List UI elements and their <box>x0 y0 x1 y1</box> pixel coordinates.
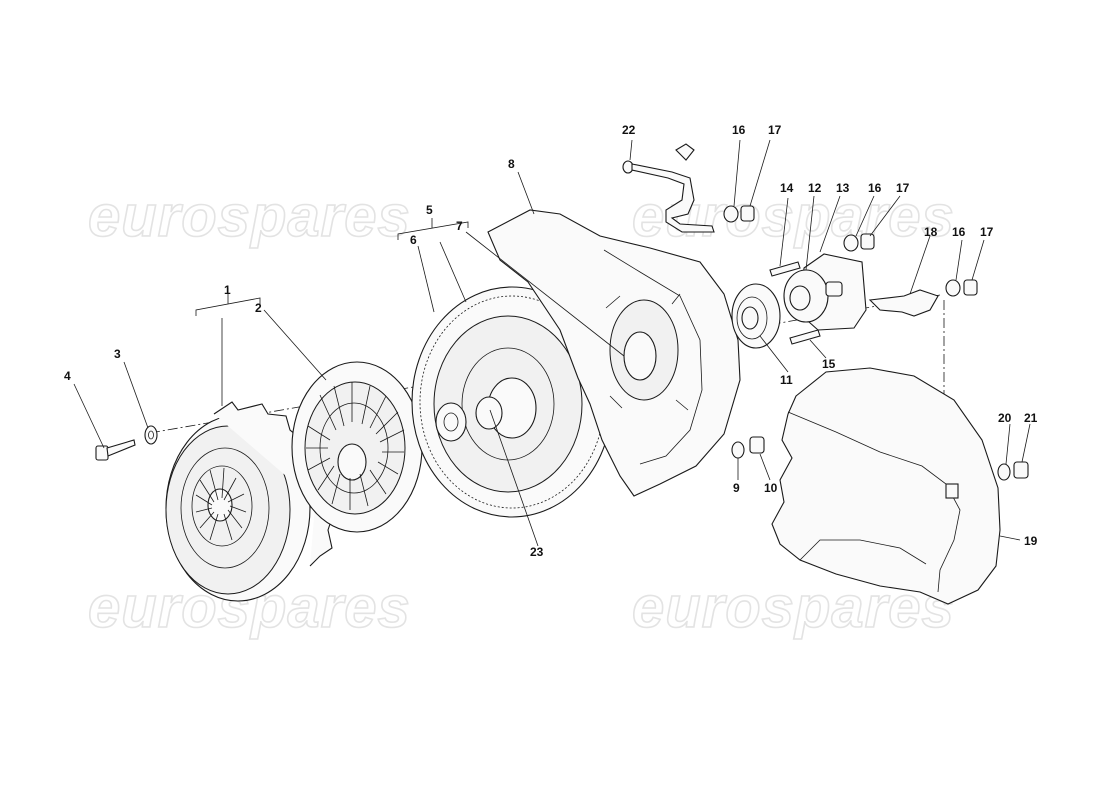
callout-8: 8 <box>508 157 515 171</box>
washer-nut-set-upper <box>723 205 755 223</box>
callout-17-upper: 17 <box>768 123 782 137</box>
callout-23: 23 <box>530 545 544 559</box>
bearing-part <box>731 283 781 349</box>
callout-13: 13 <box>836 181 850 195</box>
callout-1: 1 <box>224 283 231 297</box>
washer-nut-set-right <box>945 279 978 297</box>
bracket-part <box>868 289 939 317</box>
group-bracket-1 <box>195 288 261 316</box>
callout-16-upper: 16 <box>732 123 746 137</box>
stud-part-lower <box>789 329 821 345</box>
callout-7: 7 <box>456 219 463 233</box>
callout-19: 19 <box>1024 534 1038 548</box>
clutch-disc <box>291 361 423 533</box>
callout-10: 10 <box>764 481 778 495</box>
callout-3: 3 <box>114 347 121 361</box>
callout-4: 4 <box>64 369 71 383</box>
callout-21: 21 <box>1024 411 1038 425</box>
callout-11: 11 <box>780 373 793 387</box>
watermark-bottom-right: eurospares <box>632 575 955 640</box>
callout-16-right: 16 <box>952 225 966 239</box>
callout-17-middle: 17 <box>896 181 910 195</box>
washer-part <box>144 425 158 445</box>
callout-5: 5 <box>426 203 433 217</box>
watermark-top-left: eurospares <box>88 184 411 249</box>
washer-nut-set-cover <box>997 461 1029 481</box>
bolt-part <box>95 439 136 461</box>
callout-6: 6 <box>410 233 417 247</box>
group-bracket-5 <box>397 218 469 240</box>
flange-part <box>783 253 867 331</box>
flywheel-assembly <box>411 286 613 518</box>
callout-9: 9 <box>733 481 740 495</box>
leader-lines <box>73 139 1031 547</box>
callout-17-right: 17 <box>980 225 994 239</box>
washer-nut-set-lower <box>731 436 765 459</box>
callout-16-middle: 16 <box>868 181 882 195</box>
washer-nut-set-middle <box>843 233 875 252</box>
callout-2: 2 <box>255 301 262 315</box>
callout-15: 15 <box>822 357 836 371</box>
callout-20: 20 <box>998 411 1012 425</box>
callout-12: 12 <box>808 181 822 195</box>
callout-22: 22 <box>622 123 636 137</box>
stud-part-upper <box>769 261 801 277</box>
clutch-pressure-plate <box>165 401 335 602</box>
cover-shield <box>771 367 1001 605</box>
callout-18: 18 <box>924 225 938 239</box>
clutch-housing <box>487 209 741 497</box>
ground-strap-part <box>622 143 715 233</box>
callout-14: 14 <box>780 181 794 195</box>
